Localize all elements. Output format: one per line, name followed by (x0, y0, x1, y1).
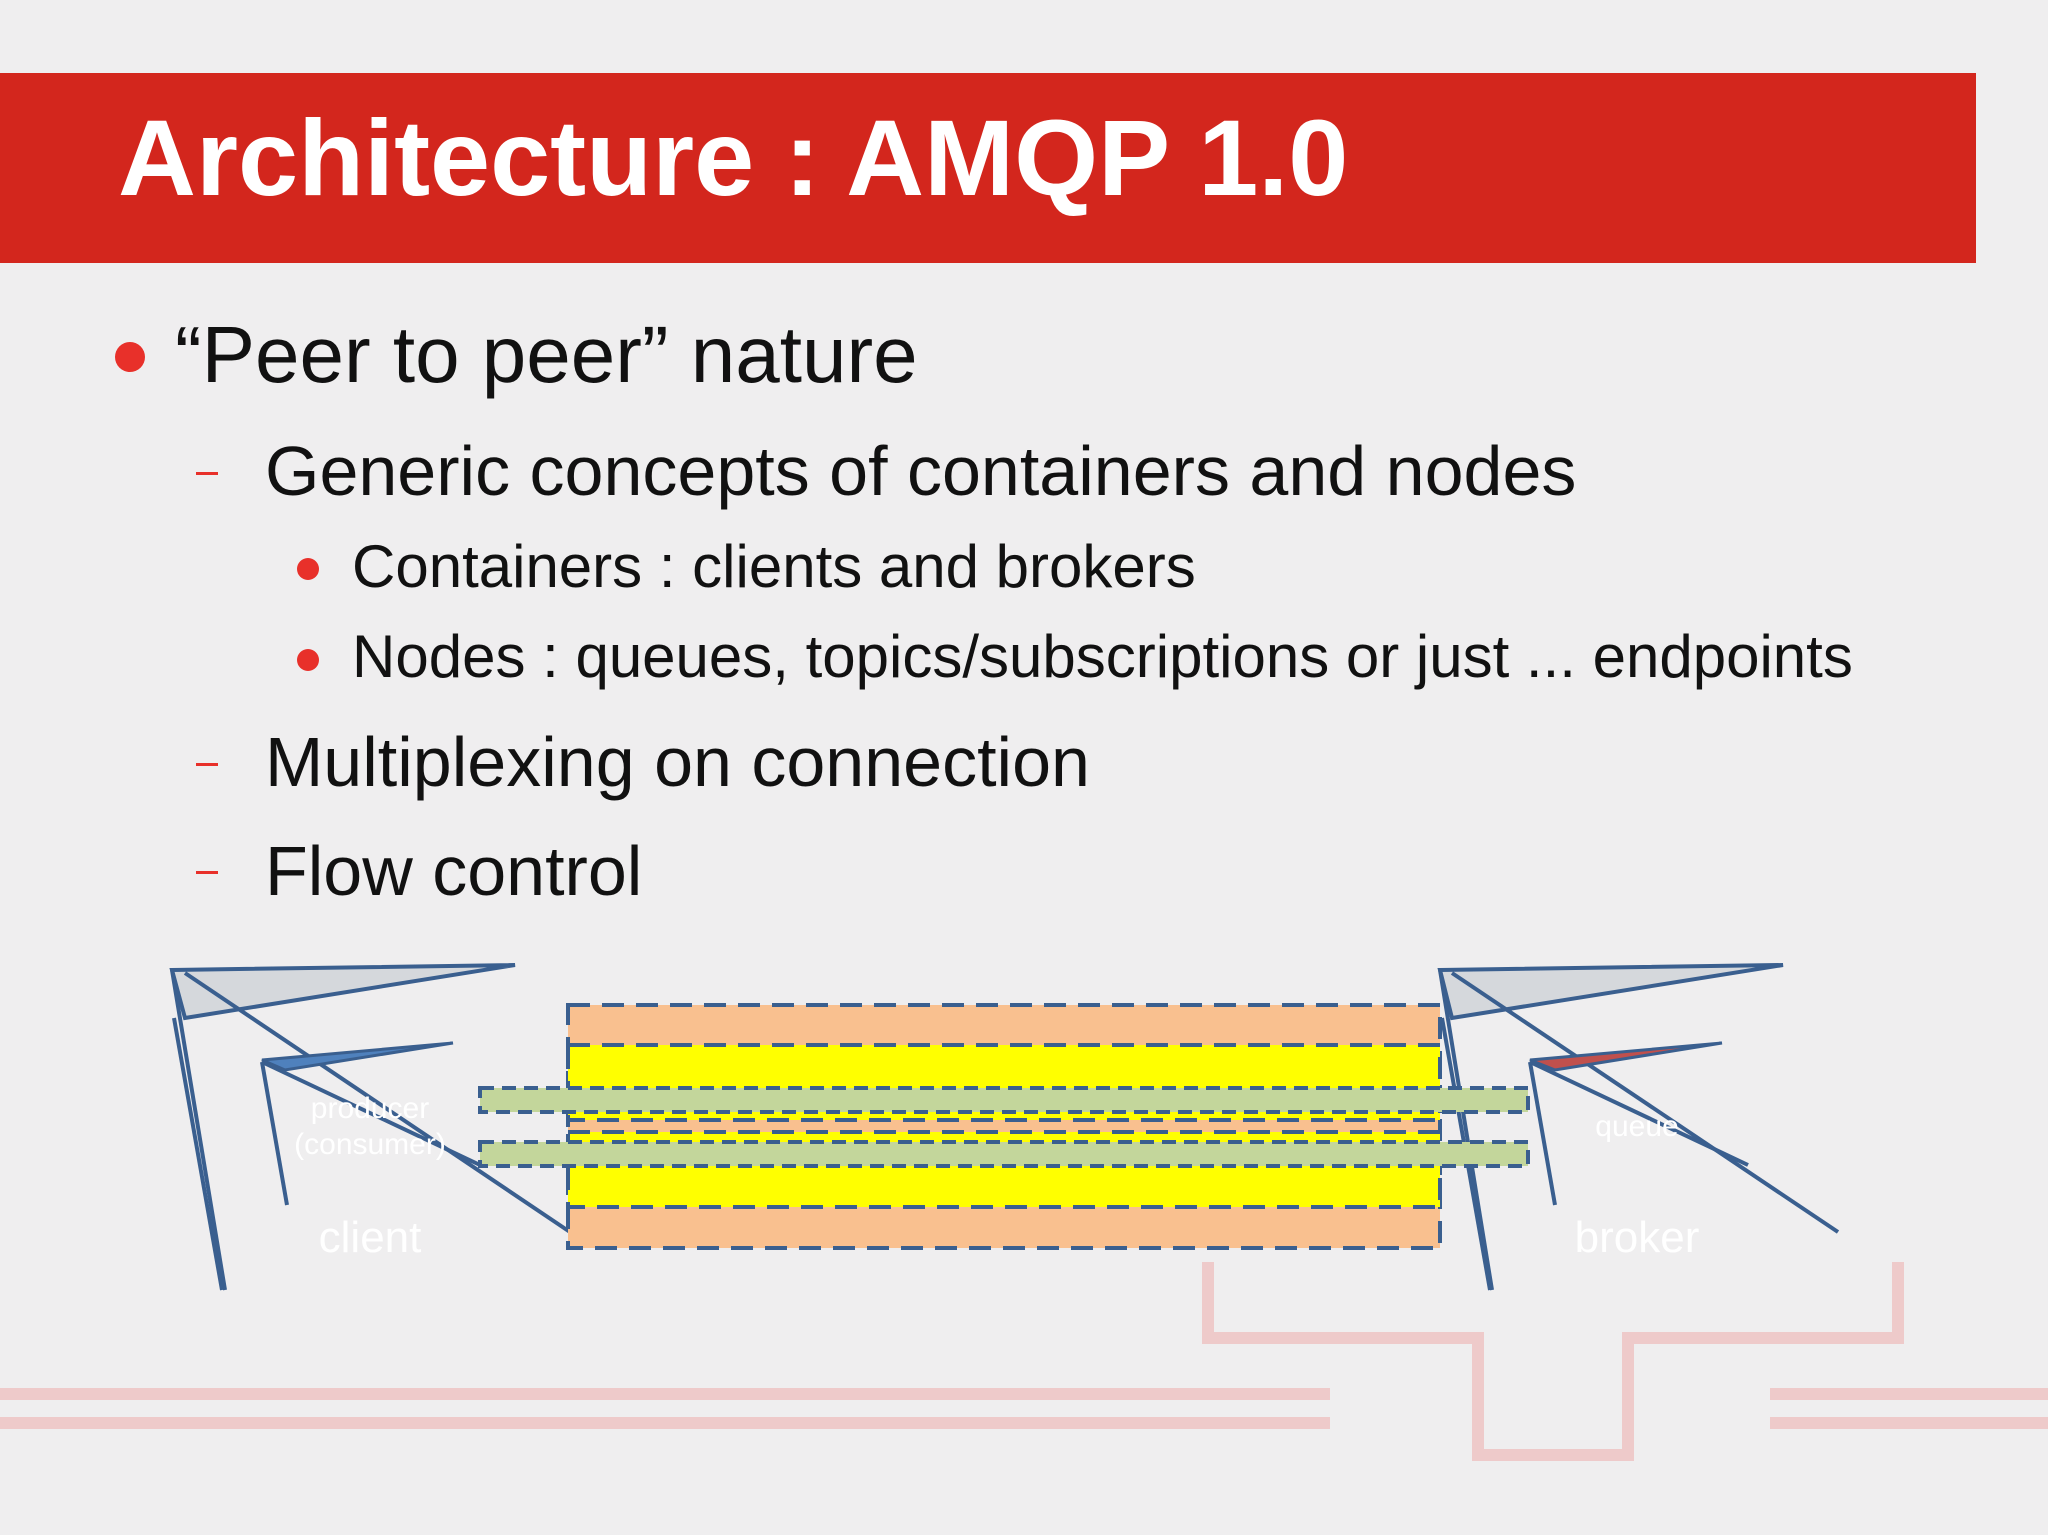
sub-bullet-item: Flow control (265, 832, 643, 910)
consumer-label: (consumer) (294, 1128, 446, 1161)
bullet-dot-icon (297, 558, 319, 580)
client-label: client (319, 1213, 422, 1262)
bullet-item: “Peer to peer” nature (175, 310, 918, 399)
dash-icon (196, 472, 218, 475)
title-bar (0, 73, 1976, 263)
sub-sub-bullet-item: Nodes : queues, topics/subscriptions or … (352, 623, 1853, 690)
broker-label: broker (1575, 1213, 1700, 1262)
background-decoration (0, 1262, 2048, 1461)
client-container (169, 963, 572, 1291)
slide-title: Architecture : AMQP 1.0 (118, 97, 1349, 218)
dash-icon (196, 871, 218, 874)
connection-band (566, 1003, 1442, 1250)
bullet-dot-icon (297, 649, 319, 671)
sub-bullet-item: Multiplexing on connection (265, 723, 1090, 801)
queue-label: queue (1595, 1110, 1678, 1143)
sub-bullet-item: Generic concepts of containers and nodes (265, 432, 1577, 510)
bullet-dot-icon (115, 342, 145, 372)
link-band (478, 1140, 1530, 1168)
producer-label: producer (311, 1092, 429, 1125)
dash-icon (196, 763, 218, 766)
link-band (478, 1086, 1530, 1114)
broker-container (1437, 963, 1840, 1291)
sub-sub-bullet-item: Containers : clients and brokers (352, 533, 1196, 600)
